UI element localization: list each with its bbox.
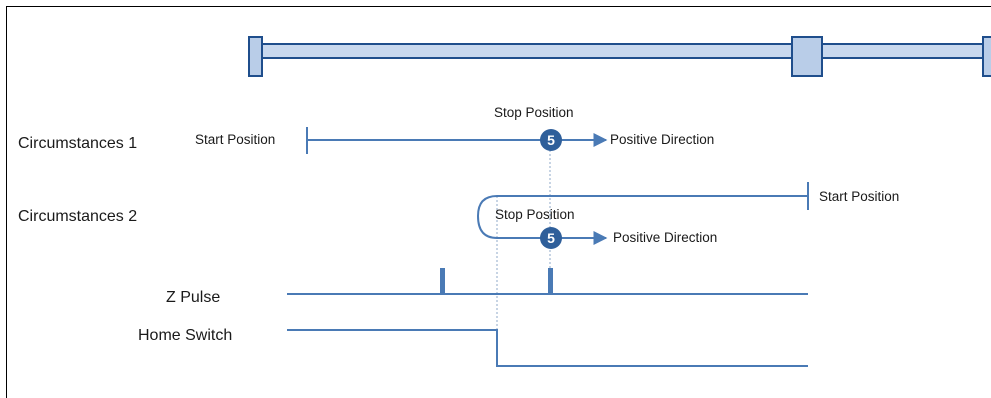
stop-position-label: Stop Position	[495, 207, 575, 222]
z-pulse-tick	[548, 268, 553, 294]
z-pulse-tick	[440, 268, 445, 294]
step-badge	[540, 227, 562, 249]
home-switch-signal: Home Switch	[138, 327, 808, 367]
circumstance-label: Circumstances 1	[18, 135, 137, 152]
step-badge	[540, 129, 562, 151]
circumstance-label: Circumstances 2	[18, 208, 137, 225]
circumstance-1: Circumstances 1 Start Position Stop Posi…	[18, 105, 714, 154]
z-pulse-signal: Z Pulse	[166, 268, 808, 306]
home-switch-waveform	[287, 329, 808, 367]
travel-path	[476, 195, 808, 245]
start-position-label: Start Position	[195, 132, 275, 147]
step-badge-number: 5	[547, 132, 555, 148]
rail-right-stop	[982, 36, 991, 77]
circumstance-2: Circumstances 2 Start Position Stop Posi…	[18, 182, 899, 249]
rail-left-stop	[248, 36, 263, 77]
stop-position-label: Stop Position	[494, 105, 574, 120]
home-switch-label: Home Switch	[138, 327, 232, 344]
start-position-label: Start Position	[819, 189, 899, 204]
z-pulse-label: Z Pulse	[166, 289, 220, 306]
diagram-frame	[6, 6, 991, 398]
step-badge-number: 5	[547, 230, 555, 246]
direction-label: Positive Direction	[613, 230, 717, 245]
axis-rail	[248, 36, 991, 77]
rail-slider	[791, 36, 823, 77]
direction-label: Positive Direction	[610, 132, 714, 147]
